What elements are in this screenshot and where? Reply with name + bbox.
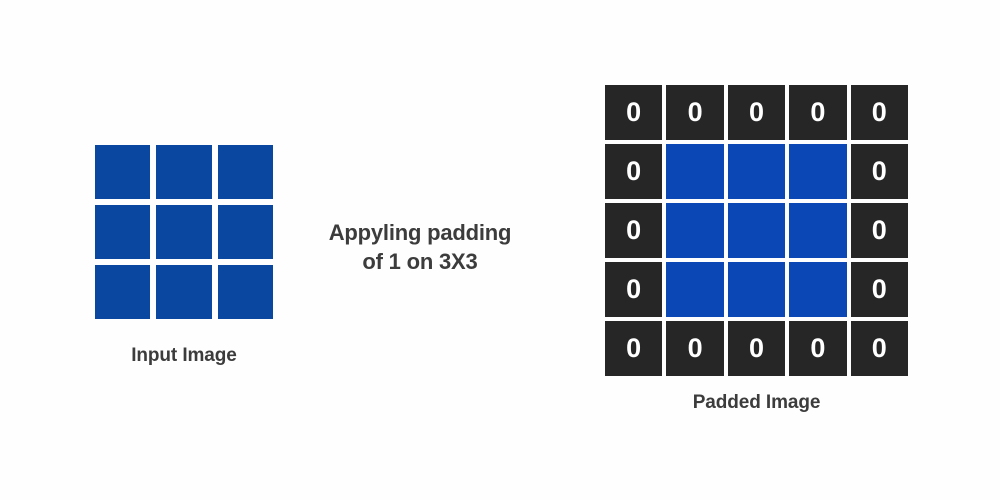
- input-image-caption: Input Image: [131, 345, 237, 366]
- input-cell-r2c2: [217, 265, 273, 319]
- padded-cell-r2c2: [727, 203, 786, 258]
- annotation-text: Appyling padding of 1 on 3X3: [290, 218, 550, 276]
- input-image-grid: [95, 145, 273, 319]
- input-cell-r0c2: [217, 145, 273, 199]
- padded-cell-r0c0: 0: [605, 85, 663, 140]
- input-cell-r0c0: [95, 145, 151, 199]
- padded-cell-r4c0: 0: [605, 321, 663, 376]
- padded-cell-r1c4: 0: [850, 144, 908, 199]
- padded-cell-r0c1: 0: [666, 85, 724, 140]
- padded-cell-r1c0: 0: [605, 144, 663, 199]
- input-grid-3x3: [95, 145, 273, 319]
- padded-cell-r3c3: [789, 262, 847, 317]
- annotation-line-2: of 1 on 3X3: [362, 249, 478, 275]
- padded-cell-r3c2: [727, 262, 786, 317]
- padded-cell-r4c3: 0: [789, 321, 847, 376]
- padded-cell-r4c1: 0: [666, 321, 724, 376]
- padded-cell-r0c3: 0: [789, 85, 847, 140]
- padded-cell-r2c4: 0: [850, 203, 908, 258]
- padded-image-caption: Padded Image: [692, 392, 821, 413]
- padded-cell-r1c3: [789, 144, 847, 199]
- padded-cell-r3c4: 0: [850, 262, 908, 317]
- input-cell-r1c2: [217, 205, 273, 259]
- padded-cell-r2c3: [789, 203, 847, 258]
- padded-cell-r3c0: 0: [605, 262, 663, 317]
- input-cell-r1c0: [95, 205, 151, 259]
- padded-cell-r4c4: 0: [850, 321, 908, 376]
- input-cell-r2c0: [95, 265, 151, 319]
- padded-cell-r0c2: 0: [727, 85, 786, 140]
- input-cell-r0c1: [156, 145, 212, 199]
- padded-cell-r3c1: [666, 262, 724, 317]
- padded-cell-r2c1: [666, 203, 724, 258]
- input-cell-r2c1: [156, 265, 212, 319]
- padded-cell-r2c0: 0: [605, 203, 663, 258]
- annotation-line-1: Appyling padding: [328, 220, 512, 245]
- padded-grid-5x5: 0 0 0 0 0 0 0 0 0 0 0 0 0 0: [605, 85, 908, 376]
- input-cell-r1c1: [156, 205, 212, 259]
- padded-cell-r0c4: 0: [850, 85, 908, 140]
- padded-cell-r4c2: 0: [727, 321, 786, 376]
- padded-cell-r1c2: [727, 144, 786, 199]
- padded-image-grid: 0 0 0 0 0 0 0 0 0 0 0 0 0 0: [605, 85, 908, 376]
- padded-cell-r1c1: [666, 144, 724, 199]
